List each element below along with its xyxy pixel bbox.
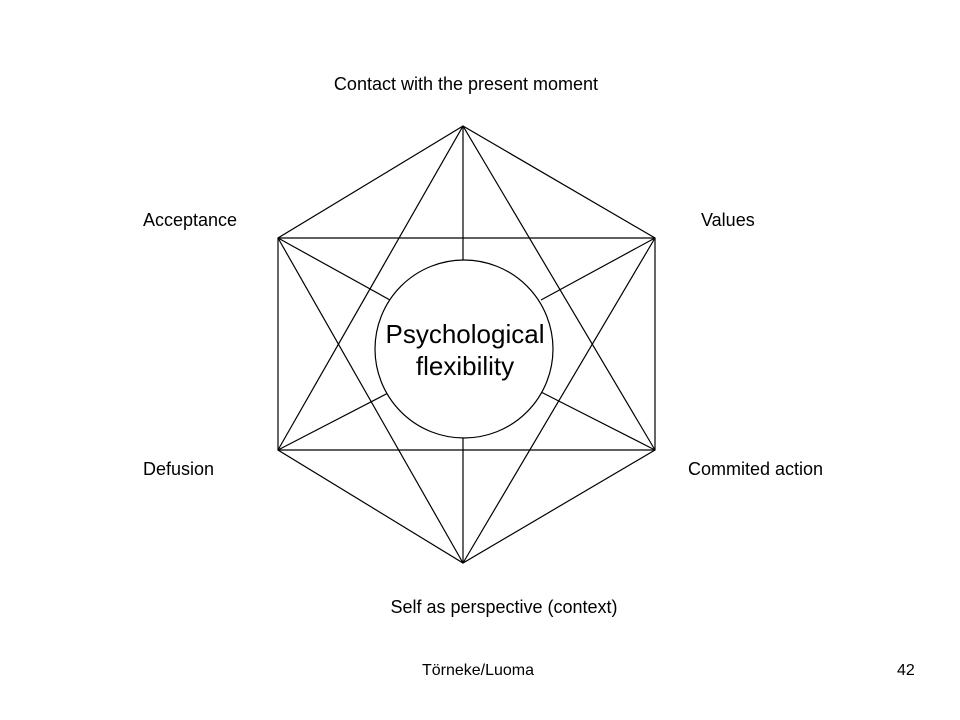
- node-label-present-moment: Contact with the present moment: [333, 74, 599, 94]
- node-label-self-as-context: Self as perspective (context): [390, 597, 618, 617]
- star-line-top-lowerleft: [277, 125, 464, 451]
- spoke-upper-left: [277, 237, 391, 301]
- spoke-lower-left: [277, 391, 391, 451]
- center-label: Psychological flexibility: [365, 318, 565, 382]
- node-label-values: Values: [701, 210, 755, 230]
- footer-credit: Törneke/Luoma: [421, 662, 535, 679]
- spoke-lower-right: [540, 391, 656, 451]
- node-label-defusion: Defusion: [143, 459, 215, 479]
- star-line-bottom-upperleft: [277, 237, 464, 564]
- star-line-top-lowerright: [462, 125, 656, 451]
- center-label-line1: Psychological: [385, 319, 545, 349]
- node-label-committed-action: Commited action: [688, 459, 824, 479]
- center-circle: [374, 259, 554, 439]
- page-number: 42: [897, 662, 915, 679]
- hexaflex-lines: [277, 125, 656, 564]
- spoke-upper-right: [540, 237, 656, 301]
- center-label-line2: flexibility: [415, 351, 515, 381]
- node-label-acceptance: Acceptance: [143, 210, 238, 230]
